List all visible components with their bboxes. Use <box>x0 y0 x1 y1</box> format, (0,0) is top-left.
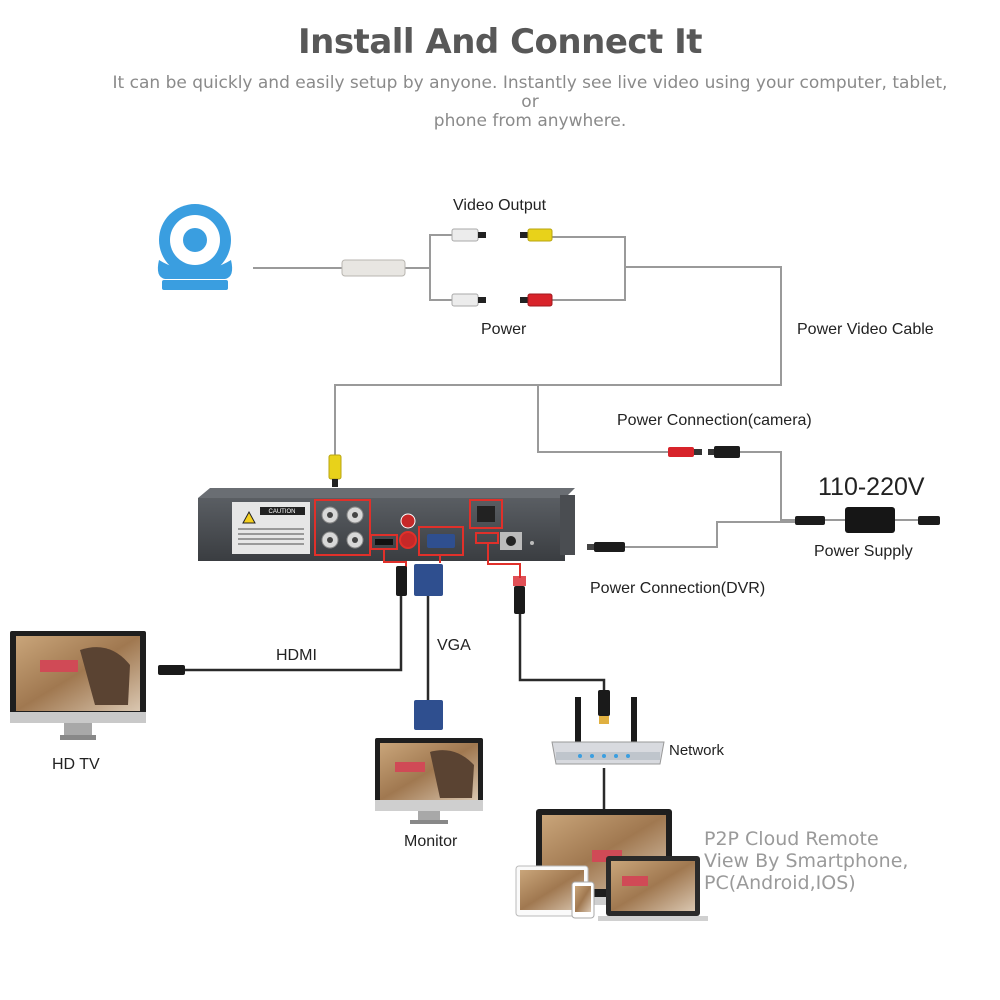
hdmi-cable <box>185 596 403 672</box>
monitor-icon <box>375 738 483 824</box>
p2p-line-3: PC(Android,IOS) <box>704 872 856 894</box>
power-connection-dvr-label: Power Connection(DVR) <box>590 580 766 597</box>
p2p-line-1: P2P Cloud Remote <box>704 828 879 850</box>
power-connection-camera-label: Power Connection(camera) <box>617 412 812 429</box>
black-cables <box>185 596 606 810</box>
hd-tv-label: HD TV <box>52 756 100 773</box>
p2p-remote-text: P2P Cloud Remote View By Smartphone, PC(… <box>704 828 908 894</box>
white-power-plug <box>451 293 486 307</box>
network-cable <box>518 614 606 690</box>
camera-power-branch <box>537 385 668 453</box>
subtitle-line-2: phone from anywhere. <box>433 111 627 131</box>
cables <box>253 234 918 548</box>
network-label: Network <box>669 742 725 759</box>
power-video-cable-lower <box>552 267 626 301</box>
page-subtitle: It can be quickly and easily setup by an… <box>110 74 950 131</box>
power-video-cable <box>334 236 782 455</box>
splitter-branch <box>405 234 452 301</box>
vga-label: VGA <box>437 637 471 654</box>
power-supply-adapter <box>795 507 940 533</box>
voltage-label: 110-220V <box>818 473 925 501</box>
power-label: Power <box>481 321 527 338</box>
power-supply-label: Power Supply <box>814 543 913 560</box>
hdmi-label: HDMI <box>276 647 317 664</box>
security-camera-icon <box>157 204 233 290</box>
yellow-video-plug <box>520 228 553 242</box>
red-power-plug <box>520 293 553 307</box>
power-video-cable-label: Power Video Cable <box>797 321 934 338</box>
port-leader-lines <box>383 543 521 578</box>
bnc-ports <box>314 499 371 556</box>
dvr-power-cable <box>625 521 795 548</box>
camera-power-to-supply <box>740 451 795 521</box>
subtitle-line-1: It can be quickly and easily setup by an… <box>112 73 948 112</box>
dvr-recorder: CAUTION <box>198 488 575 561</box>
camera-power-connector <box>668 446 740 458</box>
video-output-label: Video Output <box>453 197 547 214</box>
dvr-video-plug <box>328 454 342 487</box>
page-title: Install And Connect It <box>297 22 703 62</box>
monitor-label: Monitor <box>404 833 458 850</box>
dvr-power-plug <box>587 542 625 552</box>
lan-port <box>469 499 503 529</box>
laptop-tablet-phone-icon <box>515 809 708 921</box>
white-video-plug <box>451 228 486 242</box>
hdmi-tv-plug <box>158 665 185 675</box>
audio-port-bottom <box>399 531 417 549</box>
network-plug-top <box>513 576 526 614</box>
audio-port-top <box>400 513 416 529</box>
vga-plug-bottom <box>414 700 443 730</box>
wifi-router-icon <box>551 697 665 765</box>
network-plug-bottom <box>598 690 610 724</box>
vga-plug-top <box>414 564 443 596</box>
hdmi-plug <box>396 566 407 596</box>
p2p-line-2: View By Smartphone, <box>704 850 909 872</box>
tv-icon <box>10 631 146 740</box>
caution-label: CAUTION <box>269 509 296 515</box>
splitter-connector <box>341 259 406 277</box>
